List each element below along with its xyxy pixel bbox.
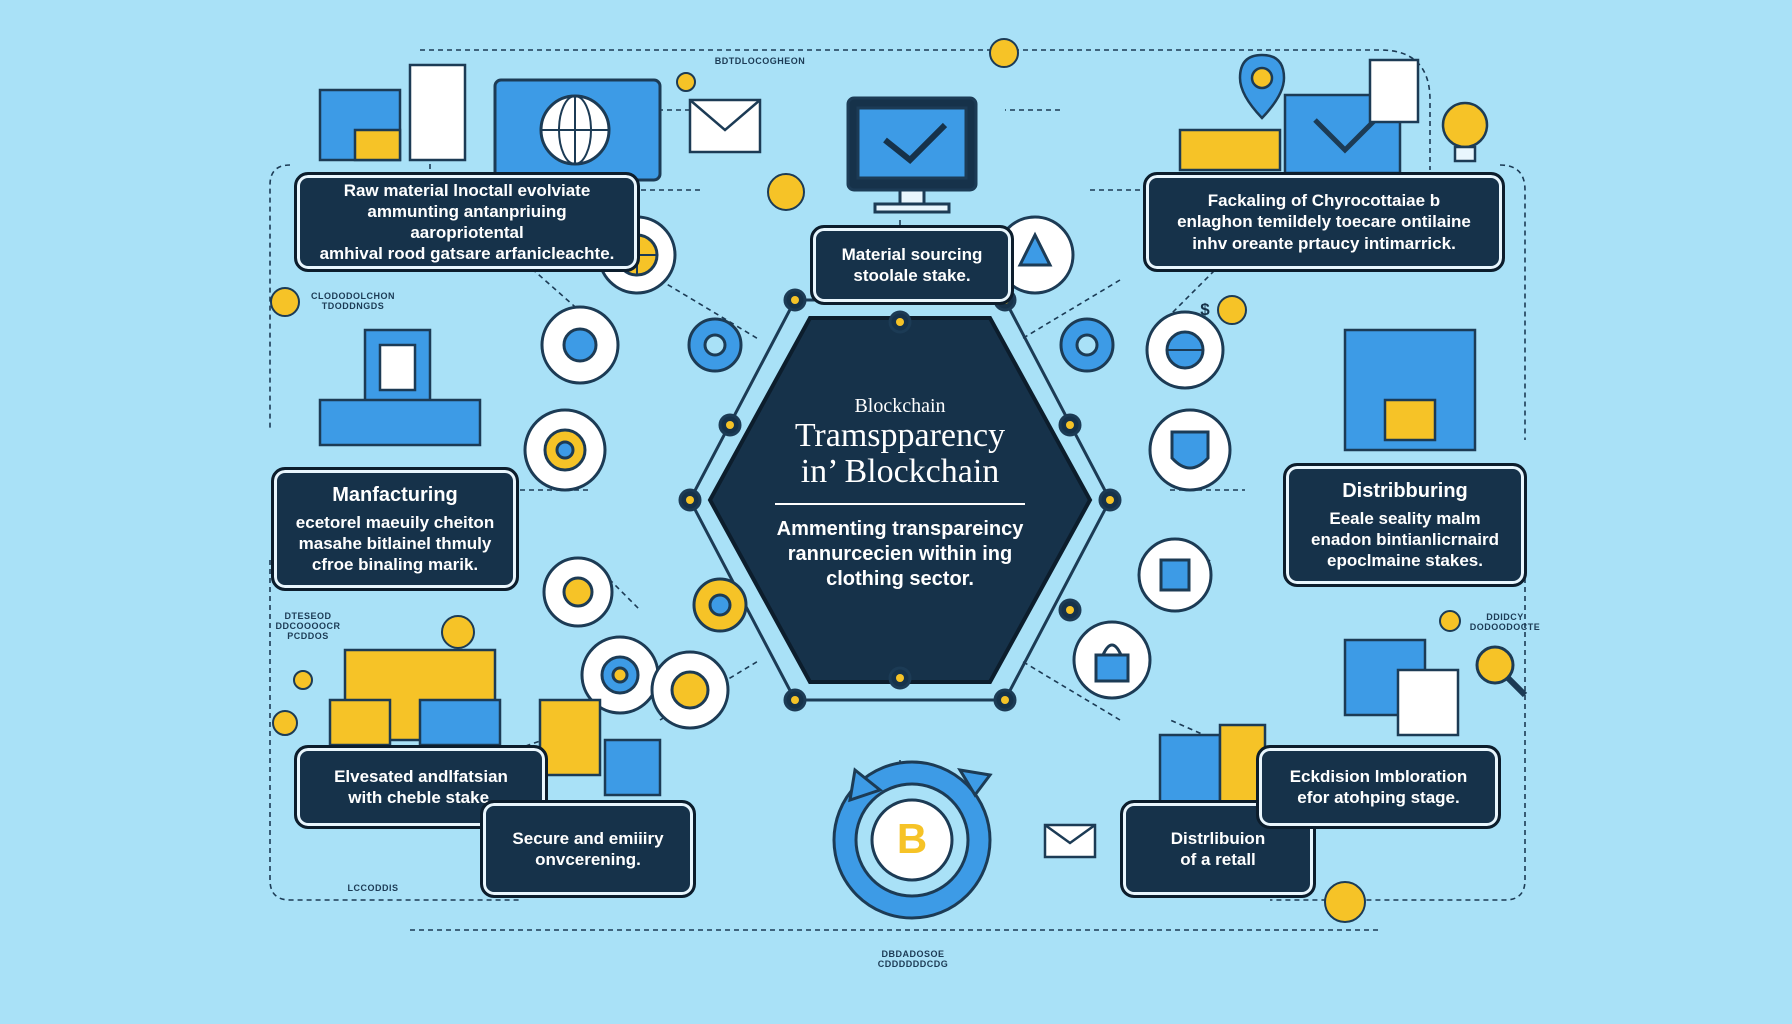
center-divider (775, 503, 1025, 506)
center-title-line3: in’ Blockchain (800, 452, 1000, 490)
gear-icon (692, 577, 748, 633)
label-bottom-center-line2: CDDDDDDCDG (877, 958, 949, 969)
search-icon (1475, 645, 1528, 698)
secure-line2: onvcerening. (535, 850, 641, 869)
circle-icon-ring (523, 215, 1232, 730)
gear-icon (650, 650, 730, 730)
distributing-line3: epoclmaine stakes. (1327, 551, 1483, 571)
exclusion-line1: Eckdision lmbloration (1289, 766, 1468, 786)
label-bottom-center: DBDADOSOE CDDDDDDCDG (858, 949, 968, 970)
center-title-block: Blockchain Tramspparency in’ Blockchain … (720, 395, 1080, 592)
monitor-icon (846, 96, 978, 214)
packaging-line2: enlaghon temildely toecare ontilaine (1177, 212, 1471, 232)
secure-line1: Secure and emiiiry (512, 828, 664, 848)
distribution-retail-line1: Distrlibuion (1170, 828, 1266, 848)
manufacturing-title: Manfacturing (332, 483, 458, 506)
location-pin-icon (1238, 53, 1286, 120)
elevated-line2: with cheble stake. (348, 788, 494, 807)
globe-icon (540, 305, 620, 385)
manufacturing-line2: masahe bitlainel thmuly (298, 533, 492, 553)
shield-icon (1148, 408, 1232, 492)
packaging-line3: inhv oreante prtaucy intimarrick. (1192, 233, 1456, 253)
material-sourcing-line2: stoolale stake. (853, 266, 971, 285)
distributing-title: Distribburing (1342, 479, 1468, 502)
packaging-line1: Fackaling of Chyrocottaiae b (1207, 191, 1441, 211)
label-bottom-center-line1: DBDADOSOE (881, 949, 945, 959)
label-left-low: DTESEOD DDCOOOOCR PCDDOS (268, 611, 348, 642)
globe-icon (493, 78, 662, 182)
center-subtitle-line3: clothing sector. (826, 568, 974, 591)
label-left-mid: CLODODOLCHON TDODDNGDS (308, 291, 398, 312)
center-title-line2: Tramspparency (794, 417, 1006, 454)
center-subtitle-line2: rannurcecien within ing (787, 543, 1013, 566)
raw-material-line3: amhival rood gatsare arfanicleachte. (319, 244, 615, 264)
raw-material-box: Raw material lnoctall evolviate ammuntin… (294, 172, 640, 272)
center-subtitle-line1: Ammenting transpareincy (776, 518, 1024, 541)
label-bottom-left: LCCODDIS (347, 883, 399, 893)
bitcoin-symbol: B (896, 815, 928, 862)
secure-box: Secure and emiiiry onvcerening. (480, 800, 696, 898)
coin-symbol-small: $ (1200, 300, 1210, 319)
shopping-bag-icon (1072, 620, 1152, 700)
exclusion-line2: efor atohping stage. (1297, 788, 1460, 807)
distributing-line1: Eeale seality malm (1329, 508, 1481, 528)
monitor-icon (1158, 58, 1477, 822)
center-title-line1: Blockchain (854, 395, 946, 417)
bitcoin-icon (270, 38, 1461, 923)
packaging-box: Fackaling of Chyrocottaiae b enlaghon te… (1143, 172, 1505, 272)
gear-icon (1059, 317, 1115, 373)
globe-icon (1145, 310, 1225, 390)
manufacturing-line1: ecetorel maeuily cheiton (295, 512, 495, 532)
label-left-low-line2: DDCOOOOCR (275, 620, 341, 631)
label-left-mid-line1: CLODODOLCHON (311, 291, 395, 301)
gear-icon (687, 317, 743, 373)
label-left-low-line3: PCDDOS (287, 630, 329, 641)
box-icon (1137, 537, 1213, 613)
elevated-line1: Elvesated andlfatsian (334, 766, 508, 786)
material-sourcing-line1: Material sourcing (841, 244, 983, 264)
label-top: BDTDLOCOGHEON (714, 56, 806, 66)
box-icon (318, 63, 662, 797)
blockchain-cycle-icon (832, 760, 993, 920)
manufacturing-line3: cfroe binaling marik. (311, 555, 479, 575)
label-right-low-line1: DDIDCY (1486, 612, 1524, 622)
material-sourcing-box: Material sourcing stoolale stake. (810, 225, 1014, 305)
label-right-low: DDIDCY DODOODOCTE (1465, 612, 1545, 633)
gear-icon (580, 635, 660, 715)
gear-icon (542, 556, 614, 628)
distributing-line2: enadon bintianlicrnaird (1311, 529, 1499, 549)
label-left-low-line1: DTESEOD (284, 611, 332, 621)
raw-material-line2: ammunting antanpriuing aaropriotental (367, 201, 567, 242)
manufacturing-box: Manfacturing ecetorel maeuily cheiton ma… (271, 467, 519, 591)
label-left-mid-line2: TDODDNGDS (321, 300, 385, 311)
gear-icon (523, 408, 607, 492)
distributing-box: Distribburing Eeale seality malm enadon … (1283, 463, 1527, 587)
lightbulb-icon (1441, 101, 1489, 163)
central-hexagon (678, 288, 1122, 712)
raw-material-line1: Raw material lnoctall evolviate (343, 180, 591, 200)
distribution-retail-line2: of a retall (1180, 850, 1256, 869)
label-right-low-line2: DODOODOCTE (1469, 621, 1541, 632)
exclusion-box: Eckdision lmbloration efor atohping stag… (1256, 745, 1501, 829)
envelope-icon (688, 98, 1097, 859)
